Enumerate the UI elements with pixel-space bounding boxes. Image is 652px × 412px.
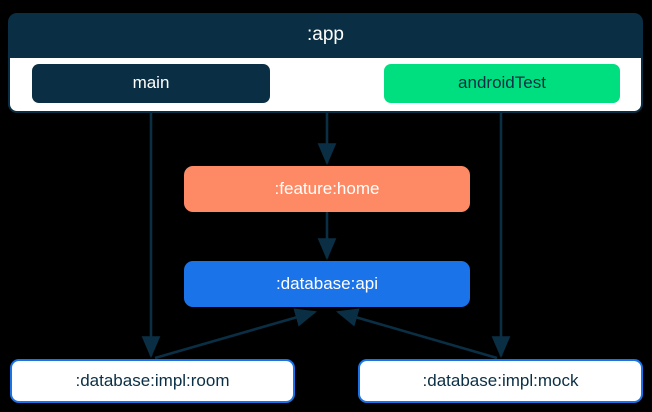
node-feature-home[interactable]: :feature:home bbox=[184, 166, 470, 212]
node-database-impl-mock[interactable]: :database:impl:mock bbox=[358, 359, 643, 403]
node-database-api[interactable]: :database:api bbox=[184, 261, 470, 307]
edge-impl-mock-to-database-api bbox=[336, 308, 498, 360]
node-main[interactable]: main bbox=[32, 64, 270, 103]
node-database-impl-room[interactable]: :database:impl:room bbox=[10, 359, 295, 403]
edge-impl-room-to-database-api bbox=[154, 308, 317, 360]
node-main-label: main bbox=[132, 73, 170, 93]
node-feature-home-label: :feature:home bbox=[274, 178, 380, 198]
node-database-api-label: :database:api bbox=[275, 273, 379, 293]
app-title-label: :app bbox=[307, 24, 344, 46]
node-database-impl-room-label: :database:impl:room bbox=[75, 370, 230, 390]
node-database-impl-mock-label: :database:impl:mock bbox=[422, 370, 579, 390]
node-android-test[interactable]: androidTest bbox=[384, 64, 620, 103]
node-android-test-label: androidTest bbox=[458, 73, 546, 93]
